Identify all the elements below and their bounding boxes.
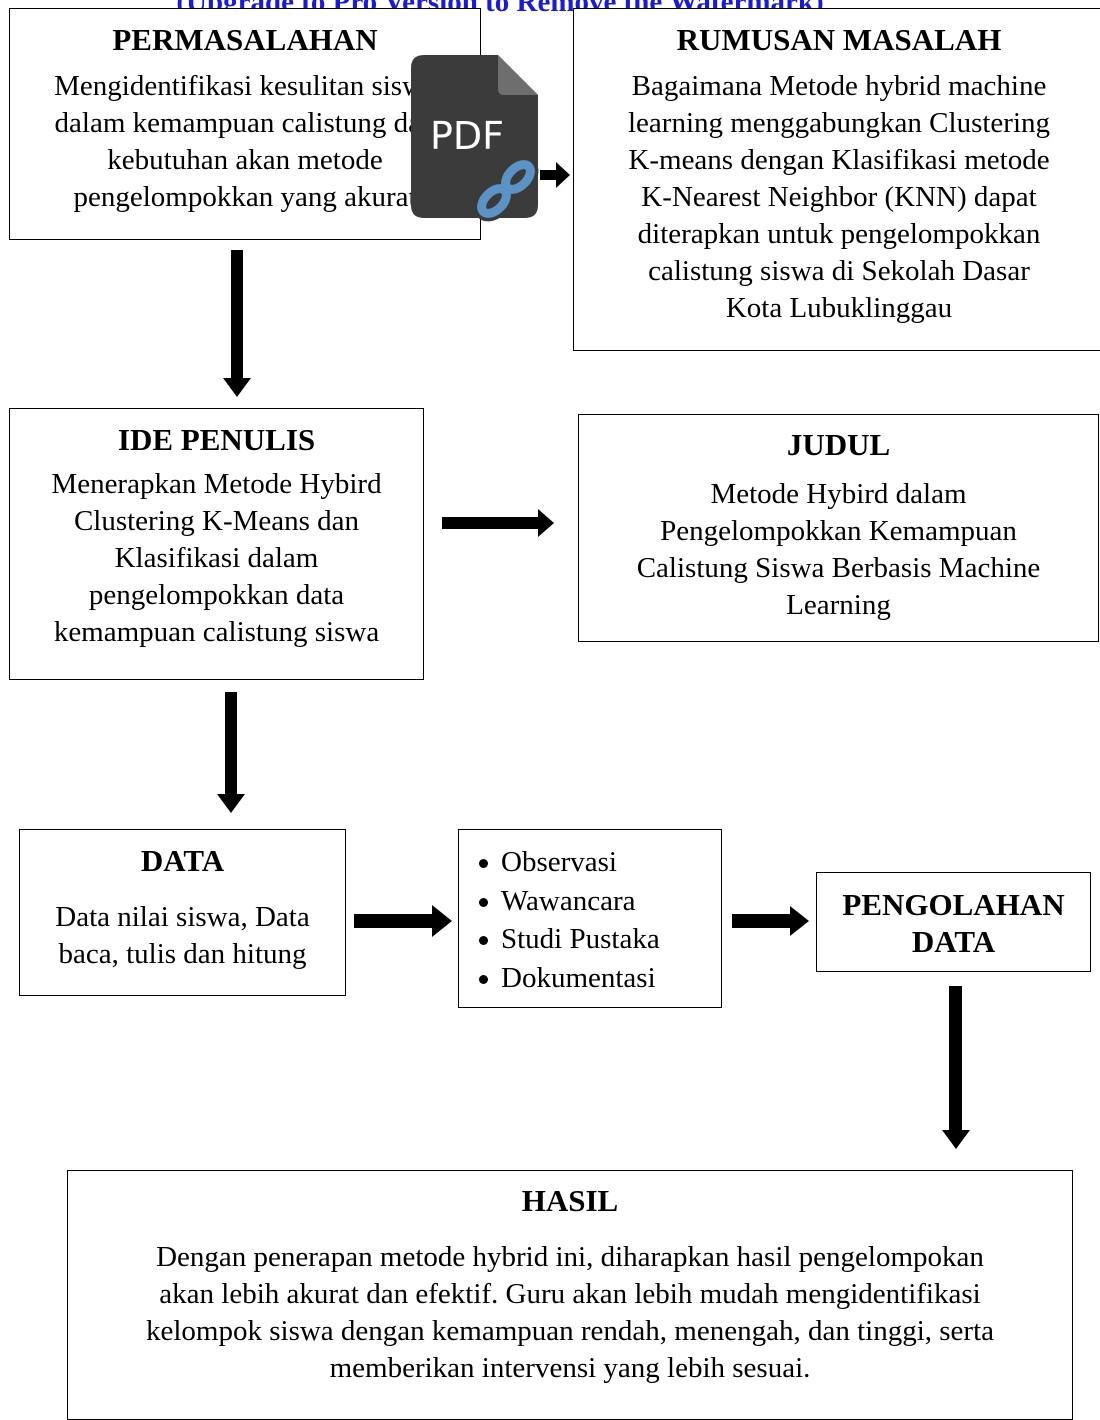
- arrow-permasalahan-to-rumusan: [540, 162, 570, 188]
- arrow-ide-to-judul: [442, 509, 554, 537]
- permasalahan-body: Mengidentifikasi kesulitan siswa dalam k…: [54, 70, 436, 213]
- pengolahan-data-box: PENGOLAHAN DATA: [816, 872, 1091, 972]
- data-body: Data nilai siswa, Data baca, tulis dan h…: [55, 901, 310, 970]
- permasalahan-box: PERMASALAHAN Mengidentifikasi kesulitan …: [9, 8, 481, 240]
- hasil-title: HASIL: [521, 1183, 619, 1218]
- arrow-permasalahan-to-ide: [223, 250, 251, 397]
- rumusan-masalah-title: RUMUSAN MASALAH: [676, 22, 1002, 57]
- data-title: DATA: [140, 843, 225, 878]
- metode-item: Studi Pustaka: [477, 920, 721, 959]
- pengolahan-data-title: PENGOLAHAN DATA: [842, 887, 1065, 959]
- permasalahan-title: PERMASALAHAN: [112, 22, 378, 57]
- arrow-data-to-metode: [354, 905, 452, 937]
- judul-title: JUDUL: [786, 427, 891, 462]
- rumusan-masalah-body: Bagaimana Metode hybrid machine learning…: [627, 70, 1050, 324]
- arrow-pengolahan-to-hasil: [942, 986, 970, 1149]
- ide-penulis-body: Menerapkan Metode Hybird Clustering K-Me…: [51, 468, 382, 648]
- judul-body: Metode Hybird dalam Pengelompokkan Kemam…: [636, 478, 1041, 621]
- data-box: DATA Data nilai siswa, Data baca, tulis …: [19, 829, 346, 996]
- metode-item: Wawancara: [477, 882, 721, 921]
- arrow-ide-to-data: [217, 692, 245, 813]
- pdf-link-icon: PDF: [411, 55, 539, 222]
- metode-item: Observasi: [477, 843, 721, 882]
- ide-penulis-title: IDE PENULIS: [117, 422, 316, 457]
- ide-penulis-box: IDE PENULIS Menerapkan Metode Hybird Clu…: [9, 408, 424, 680]
- judul-box: JUDUL Metode Hybird dalam Pengelompokkan…: [578, 414, 1099, 642]
- metode-pengumpulan-box: Observasi Wawancara Studi Pustaka Dokume…: [458, 829, 722, 1008]
- hasil-body: Dengan penerapan metode hybrid ini, diha…: [145, 1241, 994, 1384]
- rumusan-masalah-box: RUMUSAN MASALAH Bagaimana Metode hybrid …: [573, 8, 1100, 351]
- metode-pengumpulan-list: Observasi Wawancara Studi Pustaka Dokume…: [477, 843, 721, 997]
- arrow-metode-to-pengolahan: [732, 906, 809, 936]
- hasil-box: HASIL Dengan penerapan metode hybrid ini…: [67, 1170, 1073, 1420]
- metode-item: Dokumentasi: [477, 959, 721, 998]
- pdf-badge-label: PDF: [430, 114, 504, 158]
